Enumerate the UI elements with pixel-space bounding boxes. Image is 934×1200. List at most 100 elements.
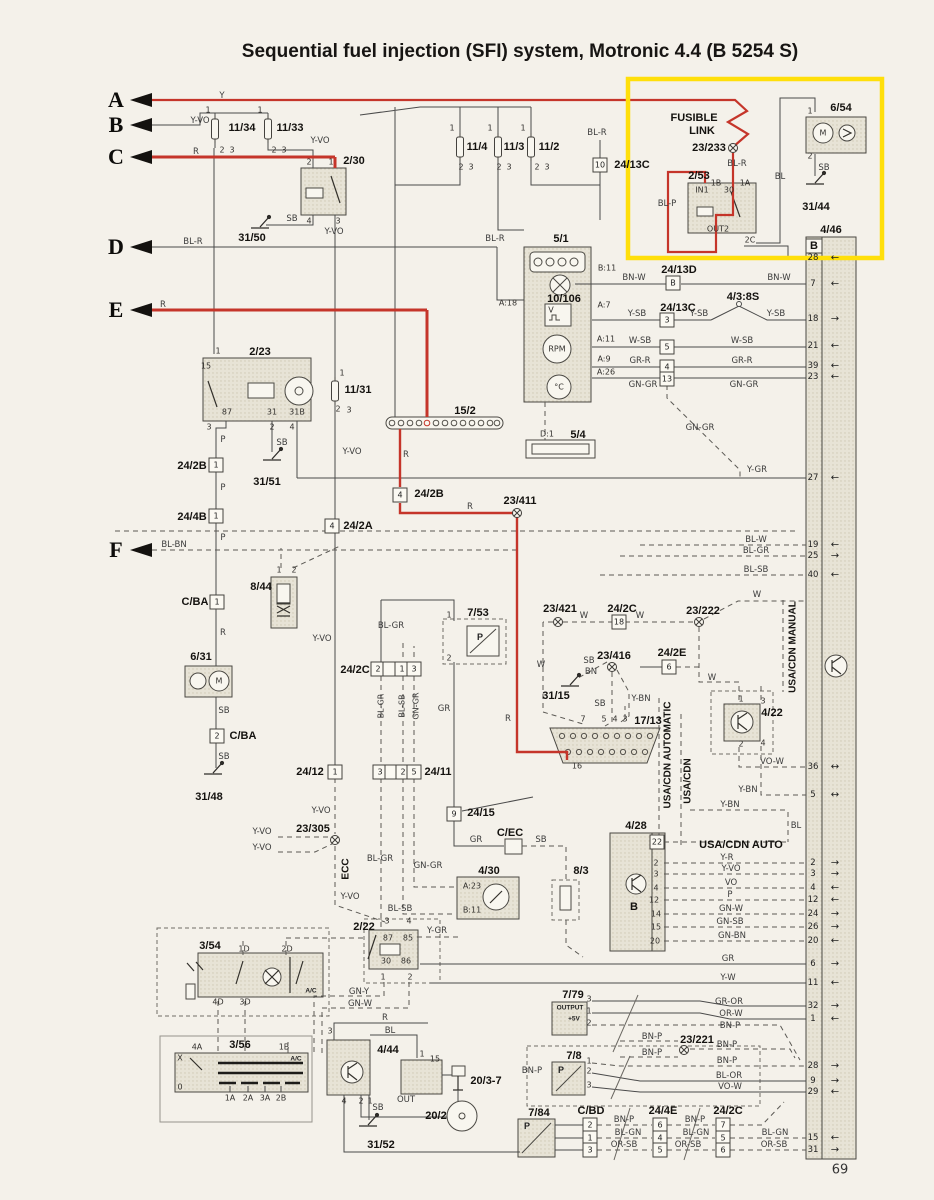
- pin-label: D:1: [540, 429, 554, 439]
- pin-label: 2: [458, 162, 464, 172]
- pin-label: 3: [384, 916, 390, 926]
- pin-label: 1: [276, 565, 282, 575]
- pin-label: V: [548, 305, 554, 315]
- pin-label: 30: [723, 185, 735, 195]
- wire-color-label: Y: [219, 91, 225, 101]
- component-label: 31/52: [367, 1139, 395, 1151]
- wire-color-label: BL-W: [745, 535, 767, 545]
- connector-pin-box: 6: [652, 1117, 668, 1133]
- connector-arrow-icon: [130, 543, 152, 557]
- wire-color-label: GN-GR: [685, 423, 715, 433]
- wire-color-label: R: [160, 300, 166, 310]
- connector-pin-box: 18: [611, 614, 627, 630]
- splice-icon: [679, 1045, 689, 1055]
- fuse-icon: [494, 133, 502, 161]
- wire-color-label: R: [505, 714, 511, 724]
- wire-color-label: GN-GR: [628, 380, 658, 390]
- wire-color-label: Y-VO: [340, 892, 360, 902]
- pin-label: A:18: [498, 298, 518, 308]
- component-label: 4/22: [761, 707, 783, 719]
- wire-color-label: BN: [584, 667, 598, 677]
- ecu-pin-number: 7: [810, 279, 816, 289]
- component-label: 3/54: [199, 940, 221, 952]
- pin-label: 4A: [191, 1042, 203, 1052]
- pin-label: B:11: [462, 905, 482, 915]
- ecu-pin-number: 31: [807, 1145, 819, 1155]
- ecu-pin-arrow-icon: ←: [830, 371, 840, 383]
- ecu-pin-arrow-icon: →: [830, 857, 840, 869]
- wire-color-label: BL-BN: [161, 540, 187, 550]
- pin-label: 1B: [278, 1042, 290, 1052]
- connector-pin-box: 22: [649, 834, 665, 850]
- pin-label: 86: [400, 956, 412, 966]
- connector-strip-pins: [388, 419, 654, 756]
- ecu-pin-number: 40: [807, 570, 819, 580]
- connector-letter-c: C: [108, 144, 124, 169]
- connector-pin-box: B: [665, 275, 681, 291]
- pin-label: 2B: [275, 1093, 287, 1103]
- wire-color-label: BN-P: [716, 1040, 738, 1050]
- pin-label: 1: [367, 1096, 373, 1106]
- wire-color-label: BN-P: [641, 1032, 663, 1042]
- pin-label: 2: [738, 739, 744, 749]
- ecu-pin-arrow-icon: ←: [830, 894, 840, 906]
- component-label: 2/53: [688, 170, 710, 182]
- ground-icon: [561, 672, 582, 687]
- wire-color-label: BN-W: [767, 273, 791, 283]
- component-label: 4/44: [377, 1044, 399, 1056]
- pin-label: 3: [229, 145, 235, 155]
- ecu-pin-arrow-icon: ←: [830, 278, 840, 290]
- pin-label: 15: [429, 1054, 441, 1064]
- wire-color-label: BL-SB: [743, 565, 769, 575]
- splice-icon: [728, 143, 738, 153]
- ecu-pin-number: 3: [810, 869, 816, 879]
- component-label: 11/4: [466, 141, 488, 153]
- wire-color-label: W-SB: [730, 336, 754, 346]
- pin-label: B:11: [597, 263, 617, 273]
- wire-color-label: BL-GN: [614, 1128, 642, 1138]
- component-label: 24/13C: [660, 302, 696, 314]
- component-label: 31/44: [802, 201, 830, 213]
- component-label: 23/416: [597, 650, 631, 662]
- connector-pin-box: 5: [652, 1142, 668, 1158]
- component-label: 4/30: [478, 865, 500, 877]
- tiny-label: A/C: [305, 987, 317, 995]
- wire-color-label: BL-GR: [742, 546, 770, 556]
- component-label: 6/54: [830, 102, 852, 114]
- component-label: 24/2E: [657, 647, 687, 659]
- vertical-wire-label: BL-GR: [376, 693, 386, 719]
- pin-label: 2A: [242, 1093, 254, 1103]
- pin-label: 5: [601, 714, 607, 724]
- ecu-pin-arrow-icon: →: [830, 1060, 840, 1072]
- wire-color-label: GN-GR: [413, 861, 443, 871]
- wire-color-label: W: [536, 660, 546, 670]
- pin-label: 1: [446, 610, 452, 620]
- vertical-label: USA/CDN AUTOMATIC: [662, 701, 674, 809]
- component-label: 24/2B: [414, 488, 444, 500]
- component-label: 7/8: [566, 1050, 582, 1062]
- connector-letter-d: D: [108, 234, 124, 259]
- pin-label: 2: [219, 145, 225, 155]
- wire-color-label: BN-P: [719, 1021, 741, 1031]
- fuse-icon: [331, 377, 339, 405]
- wire-color-label: SB: [218, 706, 230, 716]
- pin-label: 3: [206, 422, 212, 432]
- wire-color-label: BN-P: [641, 1048, 663, 1058]
- wire-color-label: BL-SB: [387, 904, 413, 914]
- wire-color-label: GR-R: [629, 356, 651, 366]
- connector-pin-box: 5: [406, 764, 422, 780]
- wire-color-label: R: [193, 147, 199, 157]
- component-label: B: [810, 240, 818, 252]
- wire-color-label: P: [220, 435, 226, 445]
- pin-label: A:26: [596, 367, 616, 377]
- component-label: 2/22: [353, 921, 375, 933]
- ground-icon: [806, 170, 827, 185]
- wire-color-label: GR: [469, 835, 483, 845]
- wire-color-label: BN-W: [622, 273, 646, 283]
- pin-label: 15: [650, 922, 662, 932]
- pin-label: A:23: [462, 881, 482, 891]
- ecu-pin-number: 2: [810, 858, 816, 868]
- connector-arrow-icon: [130, 240, 152, 254]
- component-label: 23/222: [686, 605, 720, 617]
